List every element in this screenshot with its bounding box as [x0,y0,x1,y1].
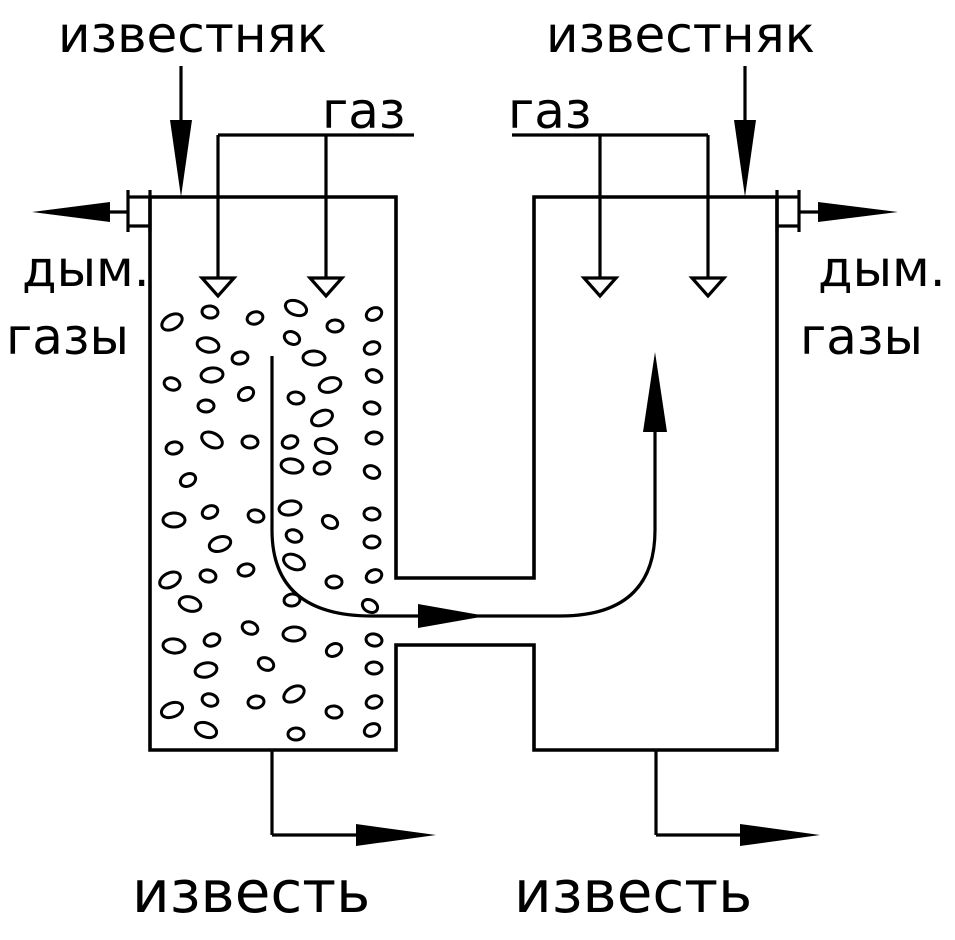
limestone-piece [200,692,220,708]
label-flue-right-1: дым. [818,240,946,298]
lime-discharge-left [270,750,436,846]
limestone-piece [362,506,382,522]
label-lime-right: известь [514,858,752,926]
limestone-arrow-right [734,66,756,197]
limestone-piece [324,642,344,658]
label-flue-left-2: газы [6,308,129,366]
limestone-piece [360,597,380,615]
limestone-piece [364,632,384,648]
limestone-piece [158,570,182,590]
limestone-piece [161,511,187,529]
limestone-piece [312,460,332,476]
lime-discharge-right [654,750,820,846]
limestone-piece [364,430,384,446]
limestone-piece [282,330,302,346]
limestone-piece [362,722,382,738]
limestone-piece [284,528,304,544]
left-shaft-outline [148,195,779,752]
limestone-piece [236,385,256,403]
limestone-piece [364,694,384,710]
limestone-piece [202,632,222,648]
limestone-piece [161,637,187,655]
limestone-piece [313,437,339,455]
limestone-piece [282,592,302,608]
limestone-piece [324,574,344,590]
limestone-piece [256,656,276,672]
limestone-piece [364,306,384,322]
limestone-piece [286,726,306,742]
limestone-piece [279,457,305,475]
limestone-piece [196,398,216,414]
limestone-piece [177,595,203,613]
gas-pipe-left [198,133,414,299]
limestone-piece [364,368,384,384]
label-limestone-left: известняк [58,6,327,64]
limestone-piece [240,620,260,636]
limestone-piece [282,684,306,704]
label-gas-right: газ [508,82,592,140]
limestone-piece [162,376,182,392]
limestone-piece [280,434,300,450]
limestone-piece [200,504,220,520]
limestone-piece [236,562,256,578]
limestone-piece [200,430,224,450]
limestone-piece [159,700,185,720]
limestone-piece [364,660,384,676]
gas-flow-arrow [270,352,667,628]
limestone-piece [199,366,225,384]
limestone-piece [193,720,219,740]
limestone-piece [317,376,343,394]
limestone-piece [320,514,340,530]
label-lime-left: известь [132,858,370,926]
limestone-piece [230,350,250,366]
limestone-arrow-left [170,66,192,197]
limestone-piece [310,408,334,428]
limestone-piece [240,434,260,450]
limestone-piece [325,318,345,334]
limestone-piece [193,661,219,679]
limestone-piece [362,464,382,480]
limestone-piece [362,400,382,416]
limestone-piece [200,304,220,320]
limestone-piece [164,440,184,456]
label-gas-left: газ [322,82,406,140]
label-limestone-right: известняк [546,6,815,64]
limestone-piece [245,310,265,326]
gas-pipe-right [512,133,728,299]
limestone-piece [281,625,307,643]
limestone-piece [160,312,184,332]
limestone-piece [324,704,344,720]
limestone-pieces [158,298,384,742]
label-flue-right-2: газы [800,308,923,366]
limestone-piece [301,349,327,367]
limestone-piece [277,499,303,517]
limestone-piece [246,694,266,710]
limestone-piece [207,535,233,553]
limestone-piece [195,336,221,354]
limestone-piece [198,568,218,584]
limestone-piece [362,340,382,356]
flange-right [775,190,898,232]
limestone-piece [364,568,384,584]
limestone-piece [282,552,306,572]
limestone-piece [246,508,266,524]
flange-left [32,190,152,232]
limestone-piece [286,390,306,406]
limestone-piece [178,472,198,488]
limestone-piece [283,298,309,318]
limestone-piece [362,534,382,550]
label-flue-left-1: дым. [22,240,150,298]
